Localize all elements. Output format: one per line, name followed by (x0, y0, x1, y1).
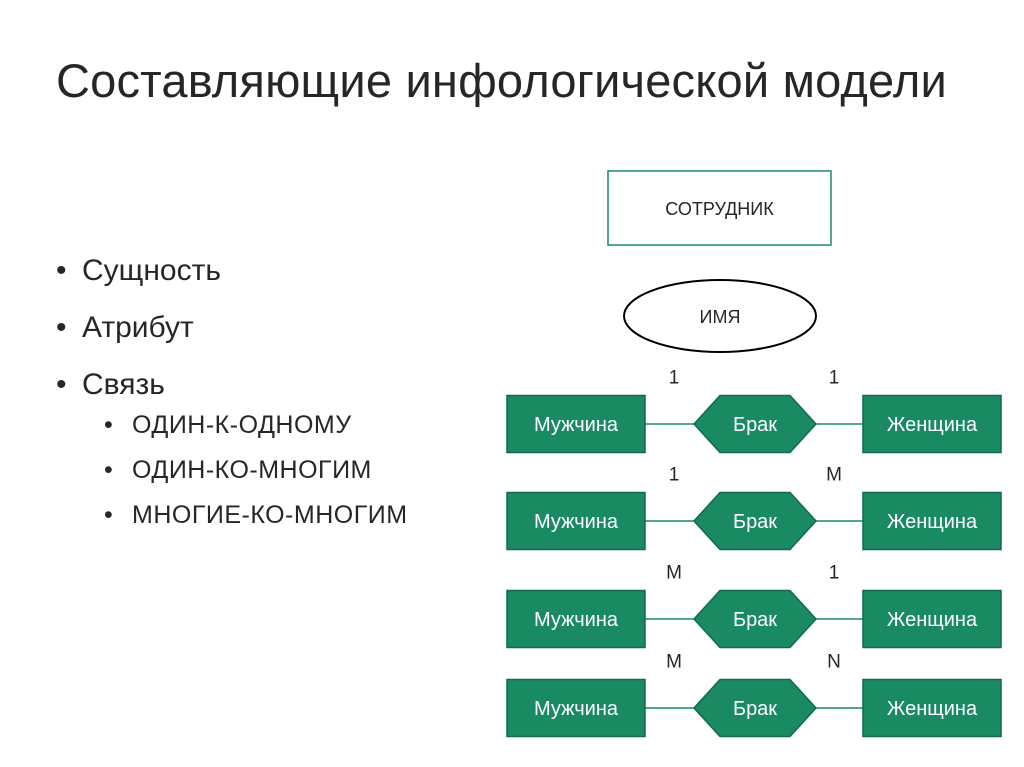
sub-bullet-one-to-one: ОДИН-К-ОДНОМУ (104, 403, 408, 448)
left-entity-label: Мужчина (534, 609, 619, 631)
relationship-label: Брак (733, 414, 777, 436)
left-entity-box (506, 394, 646, 454)
right-cardinality-label: N (827, 652, 841, 673)
right-cardinality-label: M (826, 465, 842, 486)
left-entity-label: Мужчина (534, 414, 619, 436)
left-cardinality-label: 1 (669, 368, 680, 389)
right-entity-box (862, 394, 1002, 454)
relationship-label: Брак (733, 609, 777, 631)
attribute-example-ellipse (623, 279, 817, 353)
relationship-hexagon (692, 589, 818, 649)
relation-types-list: ОДИН-К-ОДНОМУ ОДИН-КО-МНОГИМ МНОГИЕ-КО-М… (104, 403, 408, 538)
left-entity-box (506, 589, 646, 649)
bullet-entity: Сущность (56, 242, 221, 299)
relationship-hexagon (692, 678, 818, 738)
sub-bullet-one-to-many: ОДИН-КО-МНОГИМ (104, 448, 408, 493)
relationship-label: Брак (733, 698, 777, 720)
right-cardinality-label: 1 (829, 563, 840, 584)
right-cardinality-label: 1 (829, 368, 840, 389)
left-entity-label: Мужчина (534, 511, 619, 533)
sub-bullet-many-to-many: МНОГИЕ-КО-МНОГИМ (104, 493, 408, 538)
slide-title: Составляющие инфологической модели (56, 54, 947, 107)
left-entity-label: Мужчина (534, 698, 619, 720)
right-entity-label: Женщина (887, 511, 978, 533)
entity-example-box (607, 170, 832, 246)
entity-example-label: СОТРУДНИК (665, 199, 774, 219)
right-entity-label: Женщина (887, 414, 978, 436)
bullet-relation: Связь (56, 356, 221, 413)
left-cardinality-label: M (666, 652, 682, 673)
attribute-example-label: ИМЯ (700, 307, 741, 327)
right-entity-label: Женщина (887, 698, 978, 720)
right-entity-box (862, 589, 1002, 649)
left-cardinality-label: M (666, 563, 682, 584)
right-entity-label: Женщина (887, 609, 978, 631)
relationship-hexagon (692, 394, 818, 454)
relationship-label: Брак (733, 511, 777, 533)
bullet-attribute: Атрибут (56, 299, 221, 356)
left-cardinality-label: 1 (669, 465, 680, 486)
right-entity-box (862, 678, 1002, 738)
relationship-hexagon (692, 491, 818, 551)
left-entity-box (506, 678, 646, 738)
left-entity-box (506, 491, 646, 551)
right-entity-box (862, 491, 1002, 551)
main-bullet-list: Сущность Атрибут Связь (56, 242, 221, 413)
